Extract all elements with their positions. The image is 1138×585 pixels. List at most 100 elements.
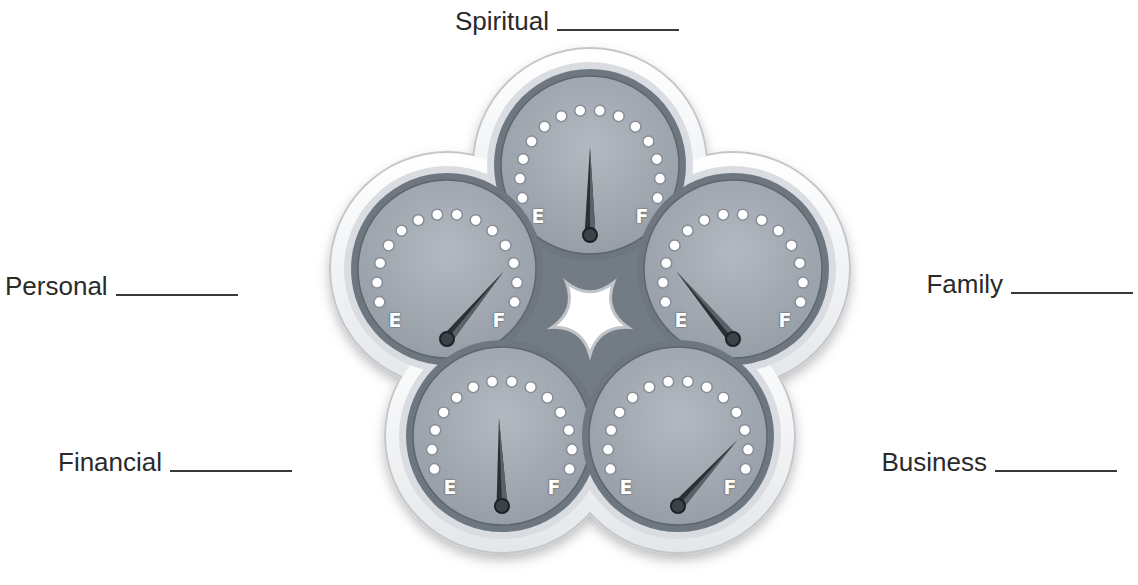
scale-dot xyxy=(731,407,742,418)
needle-pivot xyxy=(671,499,685,513)
scale-dot xyxy=(644,382,655,393)
scale-dot xyxy=(451,209,462,220)
scale-dot xyxy=(795,297,806,308)
scale-dot xyxy=(613,111,624,122)
gauge-dial: EF xyxy=(635,171,831,367)
scale-dot xyxy=(794,258,805,269)
scale-dot xyxy=(718,392,729,403)
scale-dot xyxy=(372,277,383,288)
label-row: Personal xyxy=(5,271,238,301)
gauge-needle xyxy=(672,268,737,342)
empty-mark: E xyxy=(675,311,688,330)
category-label: Personal xyxy=(5,271,108,301)
fill-in-blank xyxy=(995,469,1117,472)
scale-dot xyxy=(555,407,566,418)
gauge-needle xyxy=(585,147,596,235)
scale-dot xyxy=(539,121,550,132)
scale-dot xyxy=(526,136,537,147)
category-label: Spiritual xyxy=(455,6,549,36)
gauge-needle xyxy=(443,268,508,342)
outer-rim xyxy=(329,47,851,554)
gauge-face xyxy=(358,180,536,358)
fill-in-blank xyxy=(170,469,292,472)
full-mark: F xyxy=(548,478,561,497)
gauge-outline xyxy=(404,338,600,534)
scale-dot xyxy=(374,297,385,308)
needle-shade xyxy=(447,272,508,343)
scale-dot xyxy=(669,240,680,251)
gauge-needle xyxy=(493,418,507,506)
gauge-dial: EF xyxy=(349,171,545,367)
gauge-face xyxy=(644,180,822,358)
fill-in-blank xyxy=(116,293,238,296)
scale-dot xyxy=(786,240,797,251)
scale-dot xyxy=(468,382,479,393)
scale-dot xyxy=(383,240,394,251)
scale-dot xyxy=(500,240,511,251)
scale-dot xyxy=(701,382,712,393)
needle-pivot xyxy=(726,332,740,346)
gauge-rim xyxy=(582,340,774,532)
scale-dot xyxy=(375,258,386,269)
full-mark: F xyxy=(493,311,506,330)
scale-dot xyxy=(661,258,672,269)
white-band xyxy=(331,49,849,552)
scale-dot xyxy=(660,297,671,308)
gauge-outline xyxy=(580,338,776,534)
scale-dot xyxy=(518,154,529,165)
scale-dot xyxy=(525,382,536,393)
label-row: Spiritual xyxy=(455,6,679,36)
scale-dot xyxy=(718,209,729,220)
scale-dot xyxy=(556,111,567,122)
scale-dot xyxy=(429,464,440,475)
full-mark: F xyxy=(636,207,649,226)
scale-dot xyxy=(652,193,663,204)
scale-dot xyxy=(515,173,526,184)
needle-shade xyxy=(678,441,741,510)
scale-dot xyxy=(658,277,669,288)
needle-pivot xyxy=(495,499,509,513)
needle-body xyxy=(672,268,737,342)
empty-mark: E xyxy=(444,478,457,497)
empty-mark: E xyxy=(389,311,402,330)
scale-dot xyxy=(643,136,654,147)
scale-dot xyxy=(603,444,614,455)
scale-dot xyxy=(682,225,693,236)
scale-dot xyxy=(627,392,638,403)
needle-body xyxy=(443,268,508,342)
scale-dot xyxy=(739,425,750,436)
inner-bevel xyxy=(344,62,836,539)
category-label: Financial xyxy=(58,447,162,477)
scale-dot xyxy=(506,376,517,387)
gauge-dial: EF xyxy=(580,338,776,534)
gauge-needle xyxy=(674,437,741,510)
scale-dot xyxy=(575,105,586,116)
scale-dot xyxy=(605,464,616,475)
fill-in-blank xyxy=(557,28,679,31)
needle-shade xyxy=(590,147,596,235)
gauge-face xyxy=(589,347,767,525)
scale-dot xyxy=(651,154,662,165)
gauge-rim xyxy=(351,173,543,365)
category-label: Business xyxy=(882,447,988,477)
scale-dot xyxy=(756,215,767,226)
gauge-rim xyxy=(637,173,829,365)
scale-dot xyxy=(487,225,498,236)
scale-dot xyxy=(773,225,784,236)
needle-pivot xyxy=(583,228,597,242)
gauge-face xyxy=(413,347,591,525)
scale-dot xyxy=(594,105,605,116)
scale-dot xyxy=(438,407,449,418)
scale-dot xyxy=(630,121,641,132)
empty-mark: E xyxy=(620,478,633,497)
gauge-outline xyxy=(349,171,545,367)
scale-dot xyxy=(396,225,407,236)
empty-mark: E xyxy=(532,207,545,226)
scale-dot xyxy=(614,407,625,418)
scale-dot xyxy=(413,215,424,226)
gauge-outline xyxy=(635,171,831,367)
label-row: Financial xyxy=(58,447,292,477)
needle-body xyxy=(585,147,596,235)
scale-dot xyxy=(564,464,575,475)
